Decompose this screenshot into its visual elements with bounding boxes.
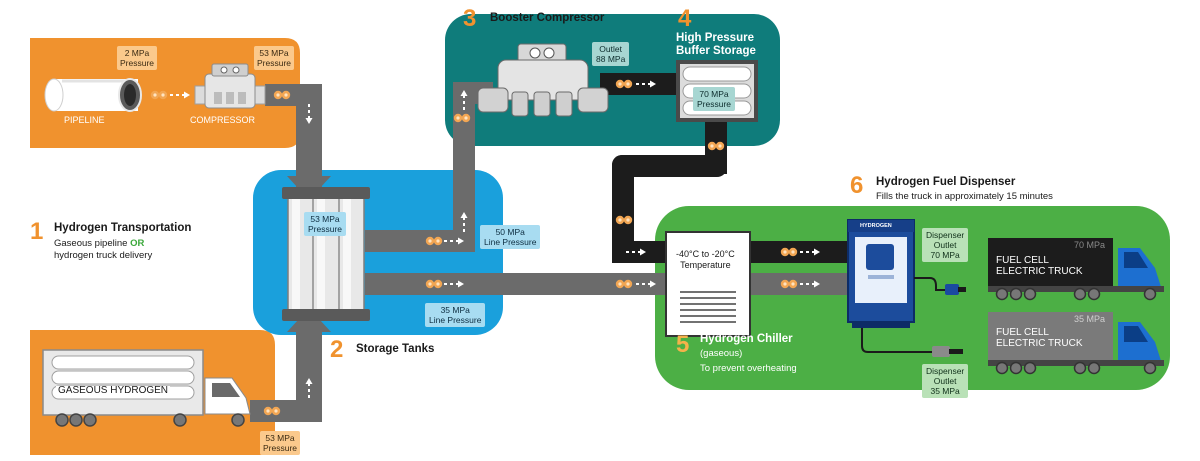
step-5-title: Hydrogen Chiller xyxy=(700,333,793,345)
step-4-number: 4 xyxy=(678,5,692,32)
step-2-title: Storage Tanks xyxy=(356,343,435,355)
pipeline-label: PIPELINE xyxy=(64,115,105,125)
step-6-title: Hydrogen Fuel Dispenser xyxy=(876,176,1016,188)
compressor-machine xyxy=(194,63,266,109)
step-6-note: Fills the truck in approximately 15 minu… xyxy=(876,191,1053,202)
truck-70-pressure-label: 70 MPa xyxy=(1074,240,1106,250)
fuel-dispenser xyxy=(847,219,966,357)
step-5-note: To prevent overheating xyxy=(700,363,797,374)
step-1-title: Hydrogen Transportation xyxy=(54,222,192,234)
compressor-label: COMPRESSOR xyxy=(190,115,256,125)
pipeline-cylinder xyxy=(44,78,142,112)
step-3-title: Booster Compressor xyxy=(490,12,605,24)
step-5-number: 5 xyxy=(676,331,690,358)
dispenser-brand-label: HYDROGEN xyxy=(860,223,892,229)
tube-trailer-label: GASEOUS HYDROGEN xyxy=(56,385,171,396)
step-5-subtitle: (gaseous) xyxy=(700,348,743,359)
step-1-number: 1 xyxy=(30,218,44,245)
step-3-number: 3 xyxy=(463,5,477,32)
step-2-number: 2 xyxy=(330,336,344,363)
truck-35-pressure-label: 35 MPa xyxy=(1074,314,1106,324)
fuel-cell-truck-70 xyxy=(988,238,1164,301)
storage-tanks xyxy=(282,187,370,321)
step-6-number: 6 xyxy=(850,172,864,199)
fuel-cell-truck-35 xyxy=(988,312,1164,375)
booster-compressor-machine xyxy=(477,43,609,117)
